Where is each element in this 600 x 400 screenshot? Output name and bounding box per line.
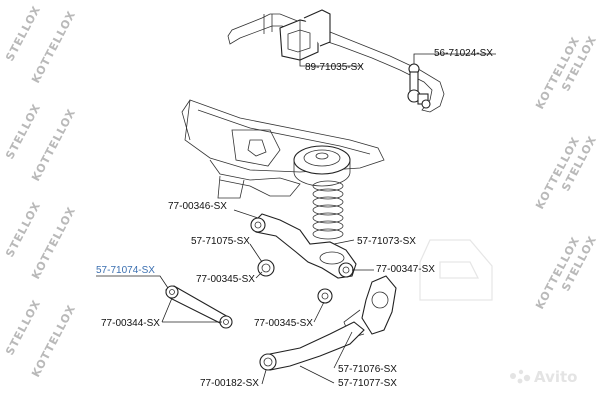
label-57-71076: 57-71076-SX <box>338 364 397 375</box>
avito-dot-4-icon <box>523 374 531 382</box>
arm-bushing-lower <box>317 288 333 304</box>
label-77-00344: 77-00344-SX <box>101 318 160 329</box>
watermark-brand-left-2: STELLOX <box>3 101 43 161</box>
leader-77-00182 <box>261 369 267 385</box>
leader-57-71076 <box>333 331 353 369</box>
leader-77-00345-lower <box>313 301 325 323</box>
leader-89-71035 <box>299 60 362 67</box>
avito-dot-2-icon <box>518 369 524 375</box>
label-77-00345-lower: 77-00345-SX <box>254 318 313 329</box>
left-watermark: STELLOX STELLOX STELLOX STELLOX KOTTELLO… <box>3 3 78 379</box>
stabilizer-bar-end <box>263 14 273 34</box>
label-56-71024: 56-71024-SX <box>434 48 493 59</box>
label-57-71073: 57-71073-SX <box>357 236 416 247</box>
trailing-arm <box>259 321 365 371</box>
watermark-brand-left-1: STELLOX <box>3 3 43 63</box>
right-watermark: KOTTELLOX KOTTELLOX KOTTELLOX STELLOX ST… <box>533 33 599 311</box>
label-77-00182: 77-00182-SX <box>200 378 259 389</box>
leader-56-71024 <box>413 53 496 64</box>
label-57-71077: 57-71077-SX <box>338 378 397 389</box>
leader-57-71073 <box>333 239 355 245</box>
watermark-brand-left-3: STELLOX <box>3 199 43 259</box>
label-77-00345-upper: 77-00345-SX <box>196 274 255 285</box>
avito-wordmark: Avito <box>534 368 577 386</box>
leader-57-71077 <box>299 365 335 384</box>
leader-57-71075 <box>249 243 263 263</box>
leader-77-00346 <box>233 209 259 219</box>
spring-mount <box>293 145 351 187</box>
stabilizer-bushing <box>279 9 331 61</box>
label-89-71035: 89-71035-SX <box>305 62 364 73</box>
label-77-00347: 77-00347-SX <box>376 264 435 275</box>
avito-dot-1-icon <box>510 373 516 379</box>
lower-control-arm <box>250 213 357 279</box>
stabilizer-link <box>407 63 431 109</box>
car-ghost-watermark <box>419 239 493 301</box>
watermark-brand-left-4: STELLOX <box>3 297 43 357</box>
part-labels: 89-71035-SX 56-71024-SX 77-00346-SX 57-7… <box>96 48 493 389</box>
label-77-00346: 77-00346-SX <box>168 201 227 212</box>
leader-57-71074 <box>96 275 169 289</box>
label-57-71075: 57-71075-SX <box>191 236 250 247</box>
coil-spring <box>312 180 344 240</box>
lateral-link <box>165 285 233 329</box>
leader-77-00344 <box>161 297 222 323</box>
avito-dot-3-icon <box>517 378 523 384</box>
leader-77-00345-upper <box>255 271 263 279</box>
subframe <box>181 99 385 199</box>
label-57-71074: 57-71074-SX <box>96 265 155 276</box>
avito-watermark: Avito <box>510 368 577 386</box>
leader-lines <box>96 53 496 385</box>
